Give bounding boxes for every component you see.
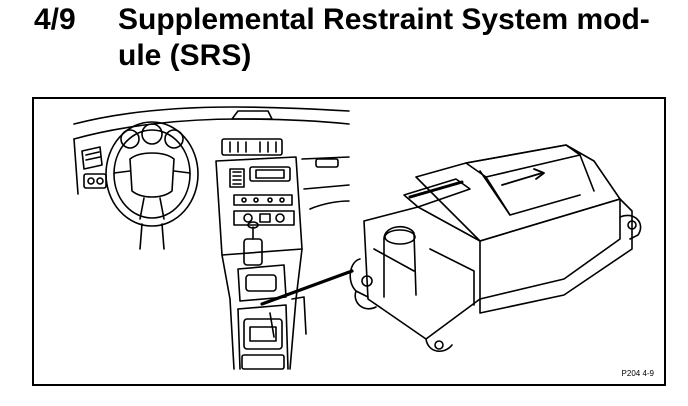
section-title-line-1: Supplemental Restraint System mod- <box>118 3 650 36</box>
srs-module-illustration <box>349 144 642 352</box>
dashboard-illustration <box>73 106 350 370</box>
figure-reference: P204 4-9 <box>621 369 654 378</box>
section-title: Supplemental Restraint System mod- ule (… <box>118 2 678 74</box>
srs-illustration <box>73 106 642 370</box>
section-number: 4/9 <box>34 3 76 36</box>
section-title-line-2: ule (SRS) <box>118 39 252 72</box>
pointer-line <box>260 269 354 306</box>
srs-figure: P204 4-9 <box>32 97 666 386</box>
